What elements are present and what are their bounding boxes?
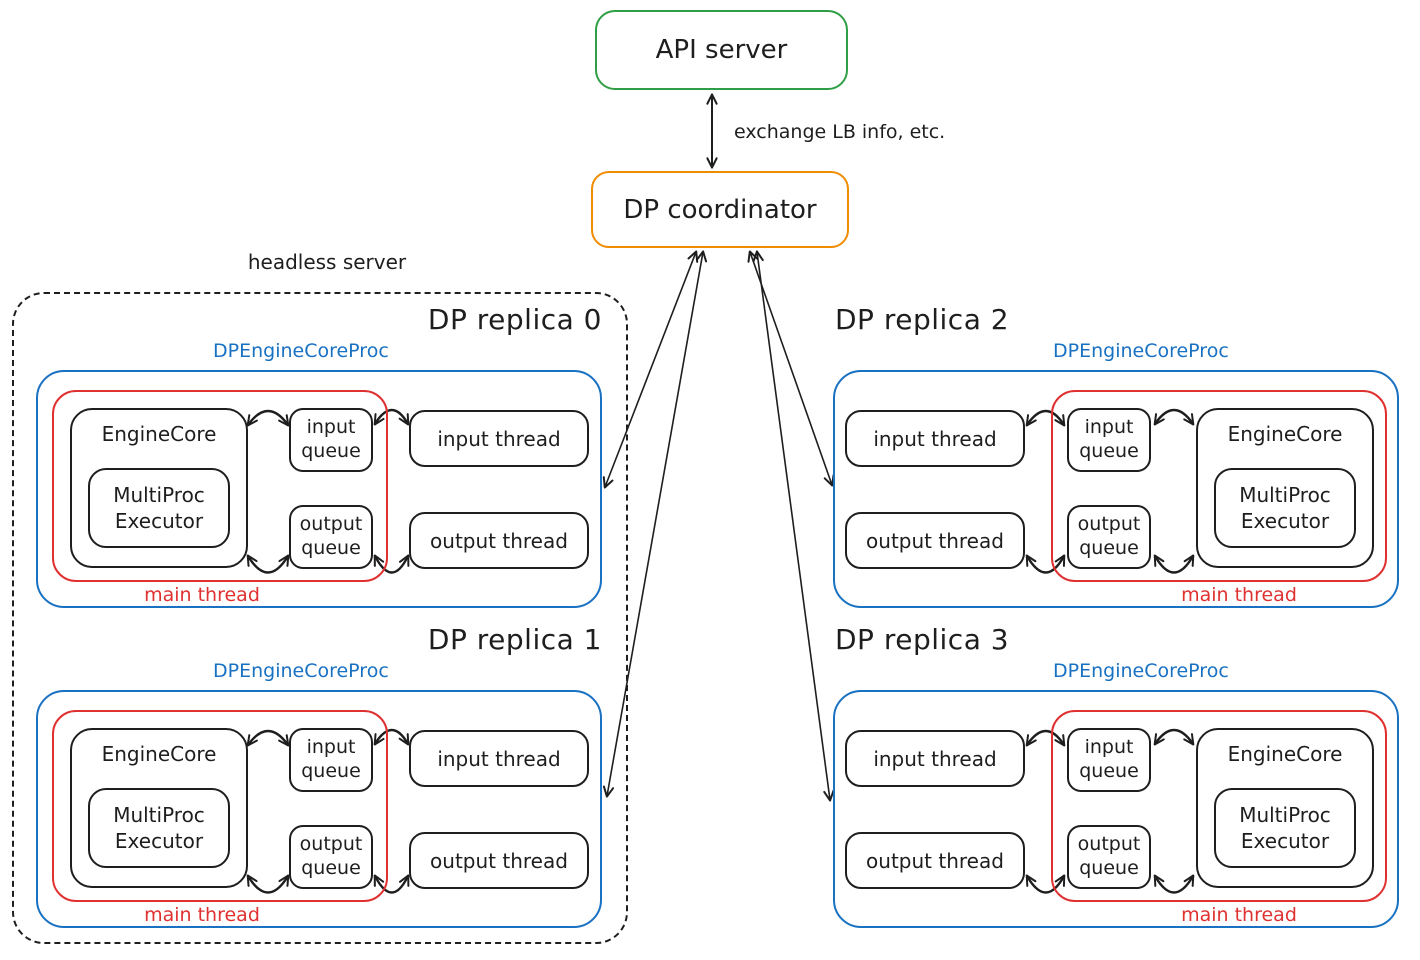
headless-server-box: [12, 292, 628, 944]
main-thread-box: [52, 390, 388, 582]
api-server-label: API server: [655, 35, 788, 65]
engine-core-box: EngineCore: [70, 408, 248, 568]
dp-engine-core-proc-box: [36, 370, 602, 608]
main-thread-box: [1051, 390, 1387, 582]
dp-coordinator-box: DP coordinator: [591, 171, 849, 248]
replica-title: DP replica 2: [835, 303, 1010, 336]
engine-core-box: EngineCore: [1196, 408, 1374, 568]
multiproc-executor-box: MultiProc Executor: [1214, 788, 1356, 868]
engine-core-label: EngineCore: [1227, 742, 1343, 766]
dp-engine-core-proc-box: [833, 690, 1399, 928]
replica-title: DP replica 3: [835, 623, 1010, 656]
replica-title: DP replica 0: [427, 303, 602, 336]
output-queue-box: output queue: [289, 825, 373, 889]
main-thread-label: main thread: [144, 904, 260, 926]
dp-replica-1: DP replica 1 DPEngineCoreProc EngineCore…: [30, 620, 610, 935]
output-thread-box: output thread: [409, 832, 589, 889]
replica-title: DP replica 1: [427, 623, 602, 656]
output-thread-box: output thread: [845, 832, 1025, 889]
input-queue-box: input queue: [289, 728, 373, 792]
input-queue-box: input queue: [1067, 728, 1151, 792]
engine-core-box: EngineCore: [1196, 728, 1374, 888]
arrow-coordinator-replica-3: [752, 250, 835, 802]
dp-replica-0: DP replica 0 DPEngineCoreProc EngineCore…: [30, 300, 610, 615]
output-queue-box: output queue: [289, 505, 373, 569]
multiproc-executor-box: MultiProc Executor: [1214, 468, 1356, 548]
output-queue-box: output queue: [1067, 505, 1151, 569]
dp-engine-core-proc-label: DPEngineCoreProc: [213, 340, 389, 362]
dp-engine-core-proc-box: [833, 370, 1399, 608]
multiproc-executor-box: MultiProc Executor: [88, 788, 230, 868]
main-thread-box: [52, 710, 388, 902]
dp-coordinator-label: DP coordinator: [623, 194, 817, 225]
input-thread-box: input thread: [409, 410, 589, 467]
dp-engine-core-proc-label: DPEngineCoreProc: [213, 660, 389, 682]
input-thread-box: input thread: [409, 730, 589, 787]
output-queue-box: output queue: [1067, 825, 1151, 889]
exchange-lb-label: exchange LB info, etc.: [734, 121, 946, 143]
main-thread-label: main thread: [1181, 584, 1297, 606]
main-thread-label: main thread: [1181, 904, 1297, 926]
input-thread-box: input thread: [845, 410, 1025, 467]
input-queue-box: input queue: [1067, 408, 1151, 472]
output-thread-box: output thread: [409, 512, 589, 569]
dp-engine-core-proc-label: DPEngineCoreProc: [1053, 340, 1229, 362]
arrow-coordinator-replica-2: [747, 250, 835, 487]
output-thread-box: output thread: [845, 512, 1025, 569]
dp-engine-core-proc-label: DPEngineCoreProc: [1053, 660, 1229, 682]
dp-replica-2: DP replica 2 DPEngineCoreProc EngineCore…: [827, 300, 1407, 615]
main-thread-label: main thread: [144, 584, 260, 606]
main-thread-box: [1051, 710, 1387, 902]
input-queue-box: input queue: [289, 408, 373, 472]
dp-replica-3: DP replica 3 DPEngineCoreProc EngineCore…: [827, 620, 1407, 935]
input-thread-box: input thread: [845, 730, 1025, 787]
multiproc-executor-box: MultiProc Executor: [88, 468, 230, 548]
engine-core-label: EngineCore: [101, 422, 217, 446]
engine-core-box: EngineCore: [70, 728, 248, 888]
dp-engine-core-proc-box: [36, 690, 602, 928]
engine-core-label: EngineCore: [1227, 422, 1343, 446]
engine-core-label: EngineCore: [101, 742, 217, 766]
api-server-box: API server: [595, 10, 848, 90]
headless-server-label: headless server: [247, 250, 407, 274]
